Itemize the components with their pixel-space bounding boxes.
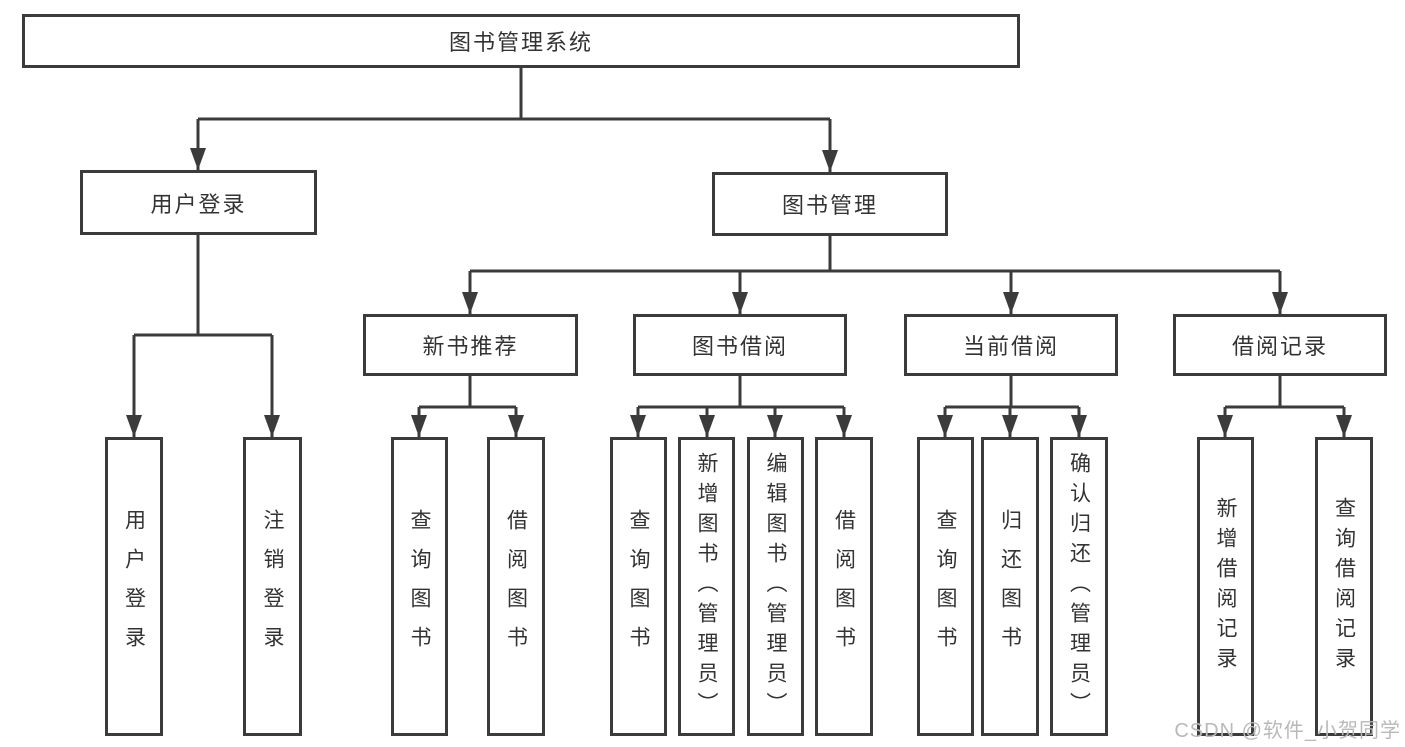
node-new-book-recommendation: 新书推荐 bbox=[363, 314, 578, 376]
leaf-label: 确认归还（管理员） bbox=[1067, 451, 1091, 722]
node-label: 图书管理 bbox=[781, 193, 878, 218]
leaf-label: 新增图书（管理员） bbox=[695, 451, 718, 722]
node-book-management-branch: 图书管理 bbox=[712, 172, 948, 236]
leaf-label: 借阅图书 bbox=[504, 508, 528, 665]
leaf-query-books: 查询图书 bbox=[610, 437, 667, 736]
node-label: 图书管理系统 bbox=[448, 30, 593, 55]
leaf-user-login: 用户登录 bbox=[105, 437, 163, 736]
node-label: 新书推荐 bbox=[422, 334, 519, 359]
watermark: CSDN @软件_小贺同学 bbox=[1174, 720, 1401, 742]
leaf-query-books: 查询图书 bbox=[391, 437, 448, 736]
node-borrowing-records: 借阅记录 bbox=[1173, 314, 1387, 376]
leaf-logout: 注销登录 bbox=[243, 437, 302, 736]
leaf-borrow-books: 借阅图书 bbox=[815, 437, 873, 736]
node-current-borrowing: 当前借阅 bbox=[904, 314, 1118, 376]
leaf-label: 归还图书 bbox=[998, 508, 1022, 665]
leaf-label: 用户登录 bbox=[122, 508, 146, 665]
leaf-label: 查询图书 bbox=[934, 508, 957, 665]
leaf-label: 查询图书 bbox=[408, 508, 431, 665]
node-label: 用户登录 bbox=[150, 191, 247, 217]
node-label: 借阅记录 bbox=[1231, 334, 1328, 359]
leaf-add-book-admin: 新增图书（管理员） bbox=[678, 437, 735, 736]
leaf-return-books: 归还图书 bbox=[981, 437, 1039, 736]
leaf-edit-book-admin: 编辑图书（管理员） bbox=[747, 437, 804, 736]
node-label: 图书借阅 bbox=[691, 334, 788, 359]
leaf-label: 注销登录 bbox=[261, 508, 284, 665]
leaf-confirm-return-admin: 确认归还（管理员） bbox=[1050, 437, 1108, 736]
leaf-label: 查询借阅记录 bbox=[1332, 496, 1356, 677]
leaf-query-books: 查询图书 bbox=[917, 437, 974, 736]
node-label: 当前借阅 bbox=[962, 334, 1059, 359]
leaf-label: 新增借阅记录 bbox=[1214, 496, 1237, 677]
leaf-label: 编辑图书（管理员） bbox=[764, 451, 787, 722]
leaf-borrow-books: 借阅图书 bbox=[487, 437, 545, 736]
node-library-management-system: 图书管理系统 bbox=[22, 14, 1020, 68]
leaf-label: 查询图书 bbox=[627, 508, 650, 665]
leaf-add-borrow-record: 新增借阅记录 bbox=[1197, 437, 1254, 736]
leaf-query-borrow-record: 查询借阅记录 bbox=[1315, 437, 1373, 736]
node-user-login-branch: 用户登录 bbox=[80, 170, 317, 235]
leaf-label: 借阅图书 bbox=[832, 508, 856, 665]
node-book-borrowing: 图书借阅 bbox=[633, 314, 847, 376]
